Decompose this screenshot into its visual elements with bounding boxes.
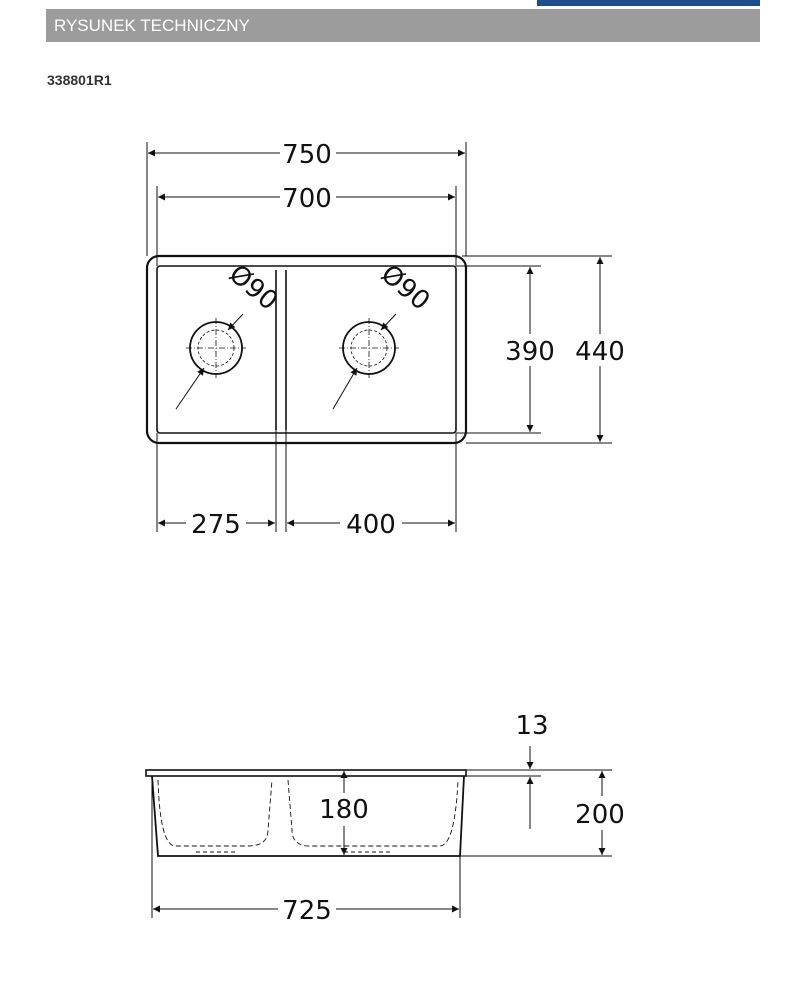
header-accent-bar xyxy=(537,0,760,6)
side-view-labels: 13 180 200 725 xyxy=(282,711,625,926)
drain-label-left: Ø90 xyxy=(223,259,283,316)
sink-rim xyxy=(145,769,467,777)
dim-label-440: 440 xyxy=(575,337,625,367)
dim-label-13: 13 xyxy=(515,711,548,741)
dim-label-180: 180 xyxy=(319,795,369,825)
dim-label-200: 200 xyxy=(575,800,625,830)
dim-label-390: 390 xyxy=(505,337,555,367)
sink-outline xyxy=(145,254,468,445)
sink-body xyxy=(151,775,465,857)
dim-label-275: 275 xyxy=(191,510,241,540)
dim-label-400: 400 xyxy=(346,510,396,540)
dim-label-725: 725 xyxy=(282,896,332,926)
sink-inner-outline xyxy=(156,265,457,434)
section-title: RYSUNEK TECHNICZNY xyxy=(46,9,760,42)
drain-right xyxy=(332,313,399,410)
hidden-bowl-right xyxy=(287,779,459,847)
top-view-labels: 750 700 390 440 275 400 Ø90 Ø90 xyxy=(191,140,625,540)
drain-left xyxy=(175,313,246,410)
drain-label-right: Ø90 xyxy=(375,259,435,316)
side-view xyxy=(145,746,612,918)
dim-label-700: 700 xyxy=(282,184,332,214)
hidden-bowl-left xyxy=(157,779,273,847)
top-view xyxy=(145,142,612,532)
dim-label-750: 750 xyxy=(282,140,332,170)
product-code: 338801R1 xyxy=(47,72,112,88)
